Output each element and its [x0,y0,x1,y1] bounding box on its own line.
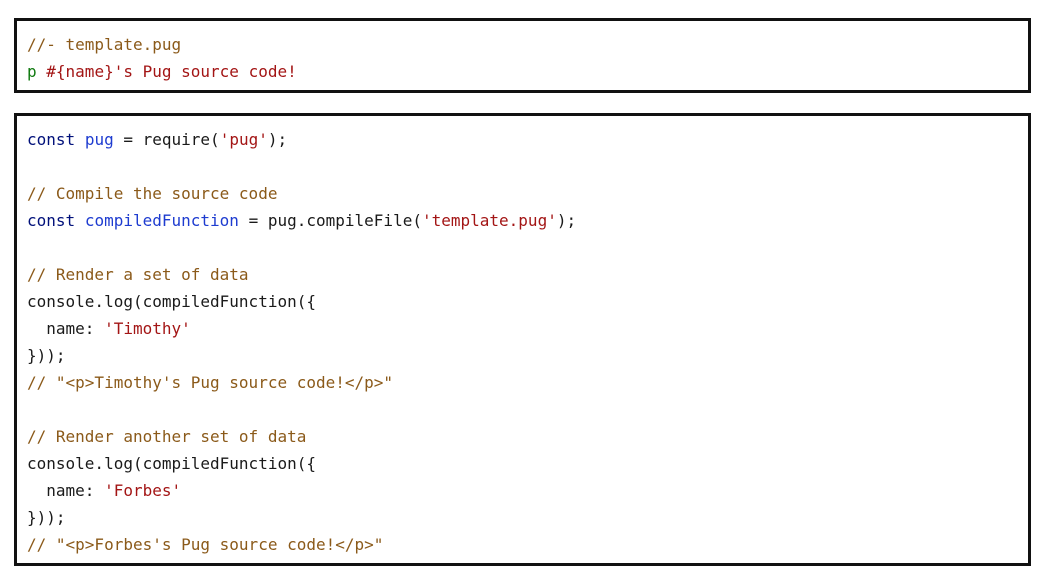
code-string: 'pug' [219,130,268,149]
code-line: // "<p>Forbes's Pug source code!</p>" [27,531,1018,558]
code-line: // "<p>Timothy's Pug source code!</p>" [27,369,1018,396]
code-text: = pug.compileFile( [238,211,422,230]
code-line: })); [27,342,1018,369]
code-comment: // Render a set of data [27,265,249,284]
code-comment: //- template.pug [27,35,182,54]
code-identifier: pug [84,130,114,149]
code-line: })); [27,504,1018,531]
code-line [27,396,1018,423]
code-comment: // Compile the source code [27,184,278,203]
javascript-code-block: const pug = require('pug'); // Compile th… [14,113,1031,566]
code-line: console.log(compiledFunction({ [27,288,1018,315]
code-text: ); [556,211,577,230]
code-text [75,211,85,230]
code-line: name: 'Forbes' [27,477,1018,504]
code-line: //- template.pug [27,31,1018,58]
code-line: p #{name}'s Pug source code! [27,58,1018,85]
code-line: // Render another set of data [27,423,1018,450]
code-text [75,130,85,149]
code-text: })); [27,508,66,527]
code-comment: // Render another set of data [27,427,307,446]
code-line: const pug = require('pug'); [27,126,1018,153]
code-tag: p [27,62,37,81]
code-keyword: const [27,211,76,230]
code-comment: // "<p>Forbes's Pug source code!</p>" [27,535,384,554]
code-string: 'template.pug' [421,211,557,230]
code-text: console.log(compiledFunction({ [27,292,316,311]
code-text: name: [27,319,105,338]
code-string: #{name}'s Pug source code! [36,62,297,81]
code-string: 'Timothy' [104,319,191,338]
code-text: ); [267,130,288,149]
code-line [27,153,1018,180]
code-string: 'Forbes' [104,481,182,500]
code-line: console.log(compiledFunction({ [27,450,1018,477]
code-comment: // "<p>Timothy's Pug source code!</p>" [27,373,394,392]
code-text: name: [27,481,105,500]
code-line: // Compile the source code [27,180,1018,207]
code-text: })); [27,346,66,365]
code-text: = require( [113,130,220,149]
code-line: const compiledFunction = pug.compileFile… [27,207,1018,234]
code-identifier: compiledFunction [84,211,239,230]
code-line [27,234,1018,261]
code-line: name: 'Timothy' [27,315,1018,342]
code-line: // Render a set of data [27,261,1018,288]
pug-template-code-block: //- template.pug p #{name}'s Pug source c… [14,18,1031,93]
code-keyword: const [27,130,76,149]
code-text: console.log(compiledFunction({ [27,454,316,473]
